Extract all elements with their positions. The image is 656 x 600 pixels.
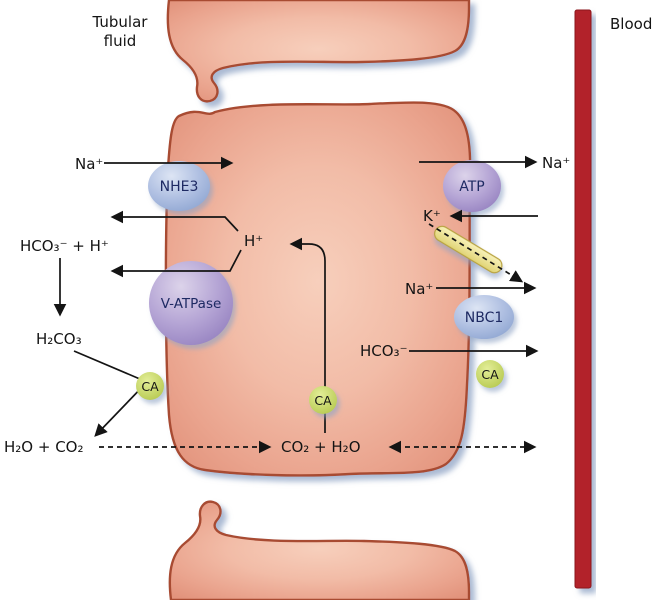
cells-layer xyxy=(164,0,472,600)
co2-h2o-cytosol-label: CO₂ + H₂O xyxy=(281,438,361,456)
nhe3-transporter xyxy=(148,161,210,211)
na-k-atpase-pump xyxy=(443,160,501,212)
ca-enzyme-cytosol xyxy=(309,386,337,414)
h-generation-arrow xyxy=(289,237,326,433)
na-apical-label: Na⁺ xyxy=(75,155,103,173)
h2co3-label: H₂CO₃ xyxy=(36,330,82,348)
k-plus-label: K⁺ xyxy=(423,207,441,225)
atp-label: ATP xyxy=(459,179,484,195)
arrows-layer xyxy=(53,155,539,454)
h-efflux-upper-arrow xyxy=(110,210,239,232)
blood-vessel-bar xyxy=(574,9,592,589)
adjacent-cell-top xyxy=(166,0,471,103)
ca-dehydration-arrow xyxy=(73,350,149,437)
blood-label: Blood xyxy=(610,15,652,33)
labels-layer: Blood Na⁺ NHE3 H⁺ V-ATPase HCO₃⁻ + H⁺ H₂… xyxy=(4,15,652,456)
ca-cytosol-label: CA xyxy=(314,393,332,408)
h2o-co2-label: H₂O + CO₂ xyxy=(4,438,84,456)
h-plus-label: H⁺ xyxy=(244,232,263,250)
ca-enzyme-apical xyxy=(136,372,164,400)
nbc1-label: NBC1 xyxy=(465,310,504,326)
hco3-cytosol-label: HCO₃⁻ xyxy=(360,342,408,360)
transporters-layer xyxy=(148,160,514,345)
nbc1-transporter xyxy=(454,295,514,339)
h-efflux-lower-arrow xyxy=(110,249,242,278)
epithelial-cell xyxy=(164,101,472,477)
ca-enzyme-basolateral xyxy=(476,360,504,388)
v-atpase-label: V-ATPase xyxy=(161,296,222,312)
ca-apical-label: CA xyxy=(141,379,159,394)
tubular-fluid-label: Tubular fluid xyxy=(92,13,148,50)
ca-basolateral-label: CA xyxy=(481,367,499,382)
hco3-plus-h-label: HCO₃⁻ + H⁺ xyxy=(20,237,109,255)
na-basolateral-mid-label: Na⁺ xyxy=(405,280,433,298)
enzymes-layer xyxy=(136,360,504,414)
na-basolateral-top-label: Na⁺ xyxy=(542,154,570,172)
adjacent-cell-bottom xyxy=(168,500,471,600)
k-leak-arrow xyxy=(428,223,524,283)
v-atpase-pump xyxy=(149,261,233,345)
nhe3-label: NHE3 xyxy=(160,179,199,195)
